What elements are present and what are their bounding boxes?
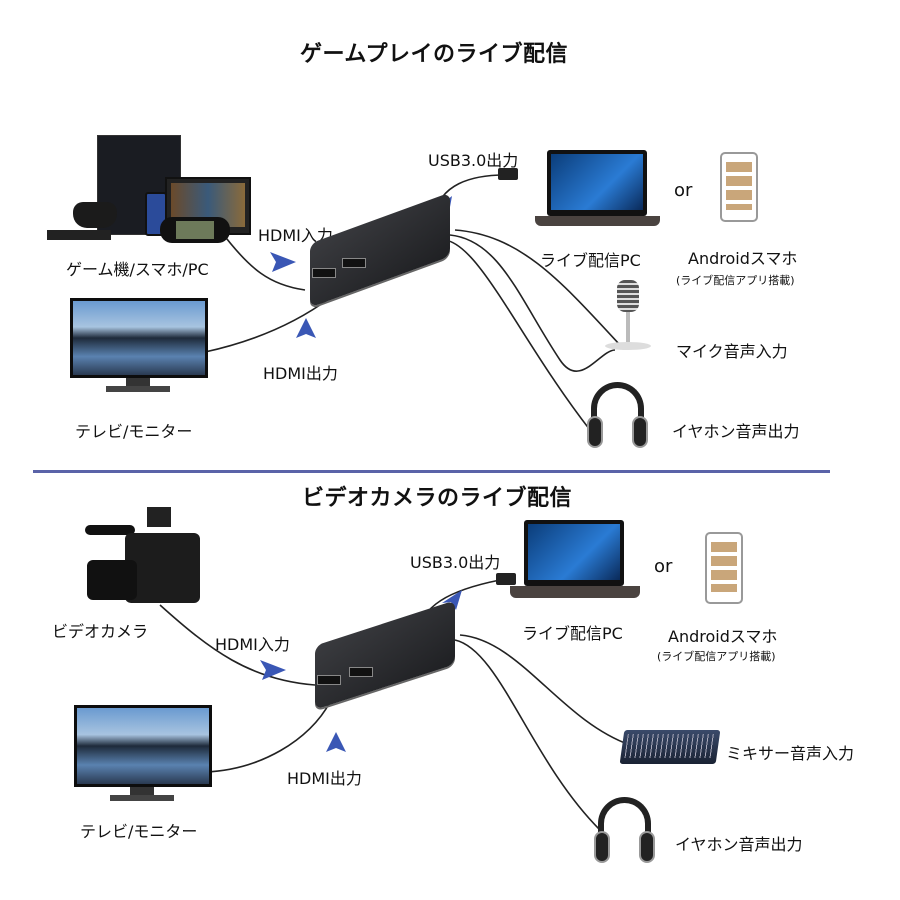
cable-monitor2-to-capture xyxy=(204,701,331,773)
android-note-2: (ライブ配信アプリ搭載) xyxy=(657,650,776,663)
hdmi-port-in-icon-2 xyxy=(317,675,341,685)
section-title-videocamera: ビデオカメラのライブ配信 xyxy=(302,486,573,511)
monitor-label-1: テレビ/モニター xyxy=(75,422,193,441)
or-label-1: or xyxy=(674,180,693,201)
or-label-2: or xyxy=(654,556,673,577)
arrow-hdmi-out-1 xyxy=(296,318,316,338)
usb-plug-icon xyxy=(498,168,518,180)
video-camera-image xyxy=(85,505,205,605)
hdmi-port-out-icon-2 xyxy=(349,667,373,677)
monitor-label-2: テレビ/モニター xyxy=(80,822,198,841)
cable-monitor-to-capture xyxy=(204,297,331,353)
headphones-image-2 xyxy=(592,797,657,867)
hdmi-out-label-2: HDMI出力 xyxy=(287,769,362,788)
section-title-gameplay: ゲームプレイのライブ配信 xyxy=(300,42,569,67)
section-divider xyxy=(33,470,830,473)
source-label-2: ビデオカメラ xyxy=(52,622,149,641)
audio-in-label-1: マイク音声入力 xyxy=(676,342,788,361)
android-phone-image-2 xyxy=(705,532,743,604)
camera-bar-icon xyxy=(47,230,111,240)
pc-label-2: ライブ配信PC xyxy=(522,624,623,643)
monitor-image-2 xyxy=(74,705,212,805)
android-phone-image-1 xyxy=(720,152,758,222)
audio-out-label-2: イヤホン音声出力 xyxy=(675,835,803,854)
usb-label-1: USB3.0出力 xyxy=(428,151,519,170)
laptop-image-1 xyxy=(535,150,660,240)
usb-plug-icon-2 xyxy=(496,573,516,585)
arrow-hdmi-out-2 xyxy=(326,732,346,752)
microphone-image xyxy=(603,280,653,355)
hdmi-out-label-1: HDMI出力 xyxy=(263,364,338,383)
capture-device-1 xyxy=(300,192,460,308)
audio-in-label-2: ミキサー音声入力 xyxy=(726,744,855,763)
cable-mixer xyxy=(459,634,631,746)
capture-device-2 xyxy=(305,600,465,710)
cable-headphone2 xyxy=(454,639,601,831)
audio-out-label-1: イヤホン音声出力 xyxy=(672,422,800,441)
hdmi-port-out-icon xyxy=(342,258,366,268)
arrow-hdmi-in-2 xyxy=(260,660,286,680)
monitor-image-1 xyxy=(70,298,208,398)
pc-label-1: ライブ配信PC xyxy=(540,251,641,270)
android-label-1: Androidスマホ xyxy=(688,249,798,268)
hdmi-in-label-2: HDMI入力 xyxy=(215,635,290,654)
hdmi-port-in-icon xyxy=(312,268,336,278)
game-devices-image xyxy=(45,132,251,243)
laptop-image-2 xyxy=(510,520,640,610)
usb-label-2: USB3.0出力 xyxy=(410,553,501,572)
android-note-1: (ライブ配信アプリ搭載) xyxy=(676,274,795,287)
android-label-2: Androidスマホ xyxy=(668,627,778,646)
handheld-icon xyxy=(160,217,230,243)
hdmi-in-label-1: HDMI入力 xyxy=(258,226,333,245)
mixer-image xyxy=(619,730,721,764)
arrow-hdmi-in-1 xyxy=(270,252,296,272)
headphones-image-1 xyxy=(585,382,650,452)
controller-icon xyxy=(73,202,117,228)
source-label-1: ゲーム機/スマホ/PC xyxy=(66,260,209,279)
